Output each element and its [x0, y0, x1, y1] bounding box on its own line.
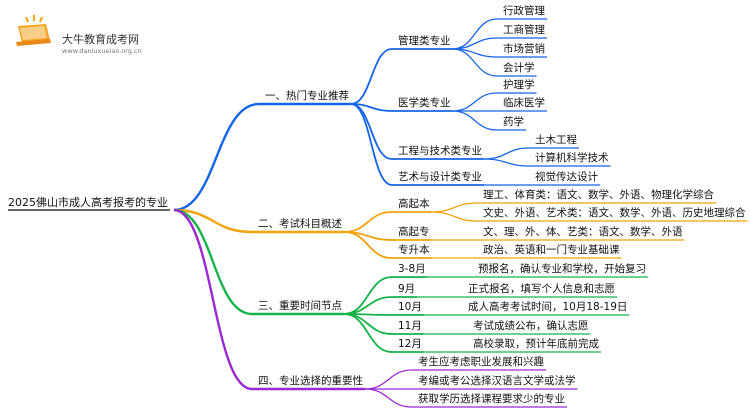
node-engineering-connector: [350, 103, 393, 160]
leaf-public-admin-connector: [452, 18, 498, 50]
leaf-civil-engineering-connector: [483, 147, 530, 160]
node-mar-aug: 3-8月: [398, 263, 426, 275]
leaf-computer-science: 计算机科学技术: [535, 152, 609, 164]
leaf-science-subjects: 理工、体育类：语文、数学、外语、物理化学综合: [483, 189, 714, 201]
node-management-connector: [350, 48, 393, 105]
leaf-pharmacy: 药学: [503, 116, 524, 128]
node-associate-to-bachelor-connector: [343, 231, 393, 259]
node-hs-to-associate: 高起专: [398, 226, 430, 238]
node-nov: 11月: [398, 320, 422, 332]
branch-hot-majors: 一、热门专业推荐: [265, 90, 349, 102]
leaf-score-release: 考试成绩公布，确认志愿: [473, 320, 589, 332]
leaf-civil-engineering: 土木工程: [535, 134, 577, 146]
node-art-design: 艺术与设计类专业: [398, 171, 482, 183]
leaf-public-admin: 行政管理: [503, 5, 545, 17]
branch-hot-majors-connector: [173, 102, 260, 212]
leaf-science-subjects-connector: [431, 202, 478, 213]
leaf-associate-subjects: 文、理、外、体、艺类：语文、数学、外语: [483, 226, 683, 238]
node-mar-aug-connector: [343, 276, 393, 315]
branch-key-dates-connector: [173, 208, 253, 316]
leaf-computer-science-connector: [483, 158, 530, 167]
node-hs-to-bachelor-connector: [343, 211, 393, 233]
node-dec-connector: [343, 313, 393, 353]
logo-name: 大牛教育成考网: [62, 33, 139, 46]
leaf-fewer-courses: 获取学历选择课程要求少的专业: [418, 393, 565, 405]
leaf-business-admin: 工商管理: [503, 24, 545, 36]
node-sep-connector: [343, 296, 393, 315]
leaf-career-interest: 考生应考虑职业发展和兴趣: [418, 356, 544, 368]
leaf-exam-date: 成人高考考试时间，10月18-19日: [468, 301, 628, 313]
logo: 大牛教育成考网 www.daniuxueiao.org.cn: [6, 12, 142, 55]
leaf-civil-service: 考编或考公选择汉语言文学或法学: [418, 375, 576, 387]
leaf-nursing: 护理学: [503, 79, 535, 91]
book-logo-icon: [16, 15, 51, 46]
branch-major-importance-connector: [173, 208, 253, 391]
leaf-admission: 高校录取，预计年底前完成: [473, 338, 599, 350]
node-hs-to-bachelor: 高起本: [398, 198, 430, 210]
branch-key-dates: 三、重要时间节点: [258, 300, 342, 312]
node-art-design-connector: [350, 103, 393, 186]
leaf-accounting-connector: [452, 48, 498, 77]
root-topic: 2025佛山市成人高考报考的专业: [8, 196, 168, 209]
node-associate-to-bachelor: 专升本: [398, 244, 430, 256]
leaf-fewer-courses-connector: [364, 388, 413, 408]
node-engineering: 工程与技术类专业: [398, 145, 482, 157]
node-medicine: 医学类专业: [398, 97, 451, 109]
branch-major-importance: 四、专业选择的重要性: [258, 375, 363, 387]
branch-exam-subjects-connector: [173, 208, 253, 234]
leaf-arts-subjects: 文史、外语、艺术类：语文、数学、外语、历史地理综合: [483, 207, 746, 219]
logo-url: www.daniuxueiao.org.cn: [62, 47, 142, 55]
leaf-pharmacy-connector: [452, 110, 498, 131]
leaf-arts-subjects-connector: [431, 211, 478, 222]
leaf-clinical-medicine: 临床医学: [503, 97, 545, 109]
leaf-accounting: 会计学: [503, 62, 535, 74]
leaf-nursing-connector: [452, 92, 498, 112]
leaf-visual-design: 视觉传达设计: [535, 171, 598, 183]
leaf-formal-registration: 正式报名，填写个人信息和志愿: [468, 283, 615, 295]
leaf-pre-registration: 预报名，确认专业和学校，开始复习: [478, 263, 646, 275]
node-nov-connector: [343, 313, 393, 335]
leaf-marketing: 市场营销: [503, 43, 545, 55]
node-dec: 12月: [398, 338, 422, 350]
node-oct: 10月: [398, 301, 422, 313]
node-sep: 9月: [398, 283, 416, 295]
node-management: 管理类专业: [398, 35, 451, 47]
leaf-upgrade-subjects: 政治、英语和一门专业基础课: [483, 244, 620, 256]
leaf-career-interest-connector: [364, 369, 413, 390]
branch-exam-subjects: 二、考试科目概述: [258, 218, 342, 230]
